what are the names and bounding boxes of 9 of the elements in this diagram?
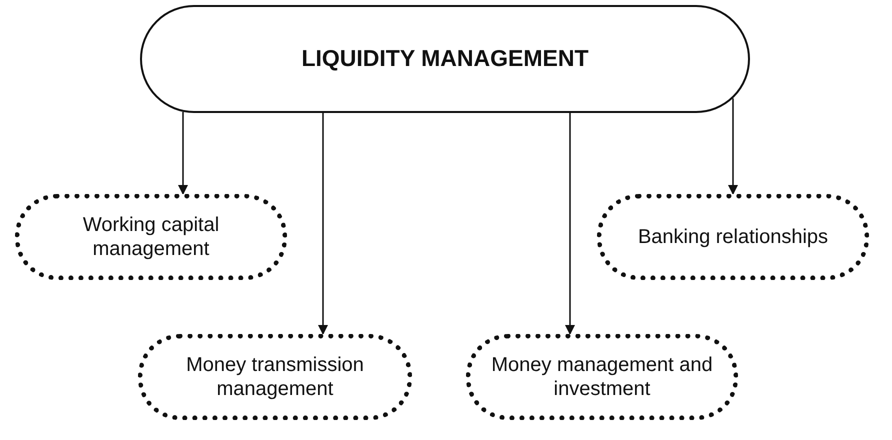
node-label: Money transmission management — [185, 353, 365, 401]
arrow — [178, 112, 188, 195]
arrow — [728, 98, 738, 195]
arrow — [318, 113, 328, 335]
node-label: Banking relationships — [636, 225, 830, 249]
arrow — [565, 113, 575, 335]
node-label: Money management and investment — [490, 353, 714, 401]
node-label: LIQUIDITY MANAGEMENT — [300, 45, 590, 73]
node-label: Working capital management — [82, 213, 220, 261]
